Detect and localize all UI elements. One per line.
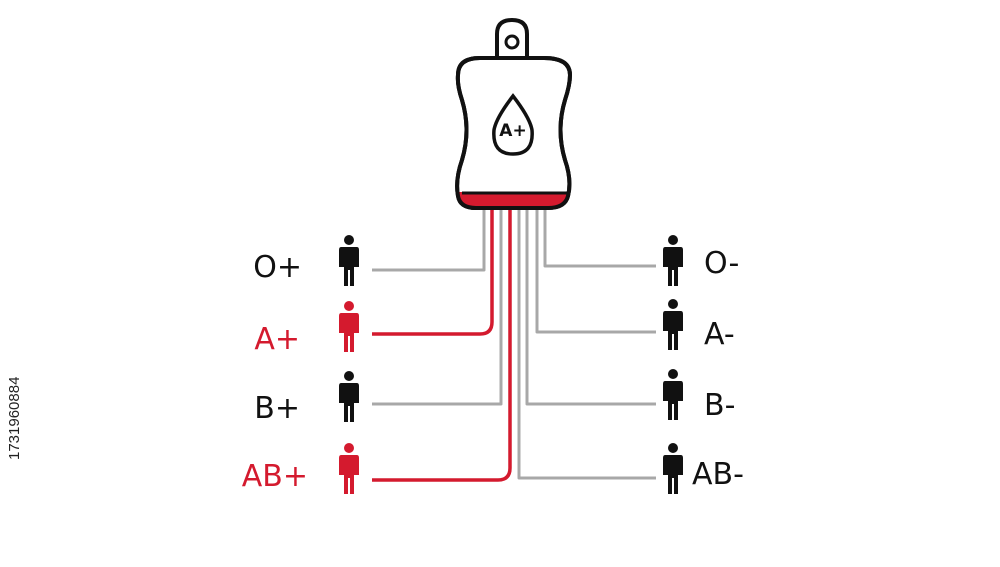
label-A-neg: A-	[704, 317, 735, 352]
stock-id-text: 1731960884	[6, 376, 23, 460]
tube-B-neg	[525, 210, 656, 406]
tube-B-pos	[372, 210, 503, 406]
person-B-pos-icon	[339, 371, 359, 422]
label-AB-neg: AB-	[692, 457, 744, 492]
tubes-incompatible	[372, 210, 656, 480]
tube-O-pos	[372, 210, 486, 272]
person-B-neg-icon	[663, 369, 683, 420]
label-A-pos: A+	[254, 322, 300, 357]
label-O-pos: O+	[253, 250, 302, 285]
person-O-pos-icon	[339, 235, 359, 286]
tube-AB-neg	[517, 210, 656, 480]
bag-blood-level	[457, 192, 570, 208]
tube-AB-pos	[372, 210, 512, 482]
bag-blood-type: A+	[499, 121, 526, 141]
tube-A-pos	[372, 210, 494, 336]
tubes-compatible	[372, 210, 512, 482]
blood-bag: A+	[455, 17, 573, 210]
label-B-neg: B-	[704, 388, 736, 423]
person-A-pos-icon	[339, 301, 359, 352]
bag-hanger-hole	[504, 34, 520, 50]
label-O-neg: O-	[704, 246, 740, 281]
label-AB-pos: AB+	[241, 459, 308, 494]
person-AB-pos-icon	[339, 443, 359, 494]
person-O-neg-icon	[663, 235, 683, 286]
tube-A-neg	[535, 210, 656, 334]
tube-O-neg	[543, 210, 656, 268]
person-A-neg-icon	[663, 299, 683, 350]
blood-drop-icon	[492, 93, 534, 156]
label-B-pos: B+	[254, 391, 300, 426]
person-AB-neg-icon	[663, 443, 683, 494]
